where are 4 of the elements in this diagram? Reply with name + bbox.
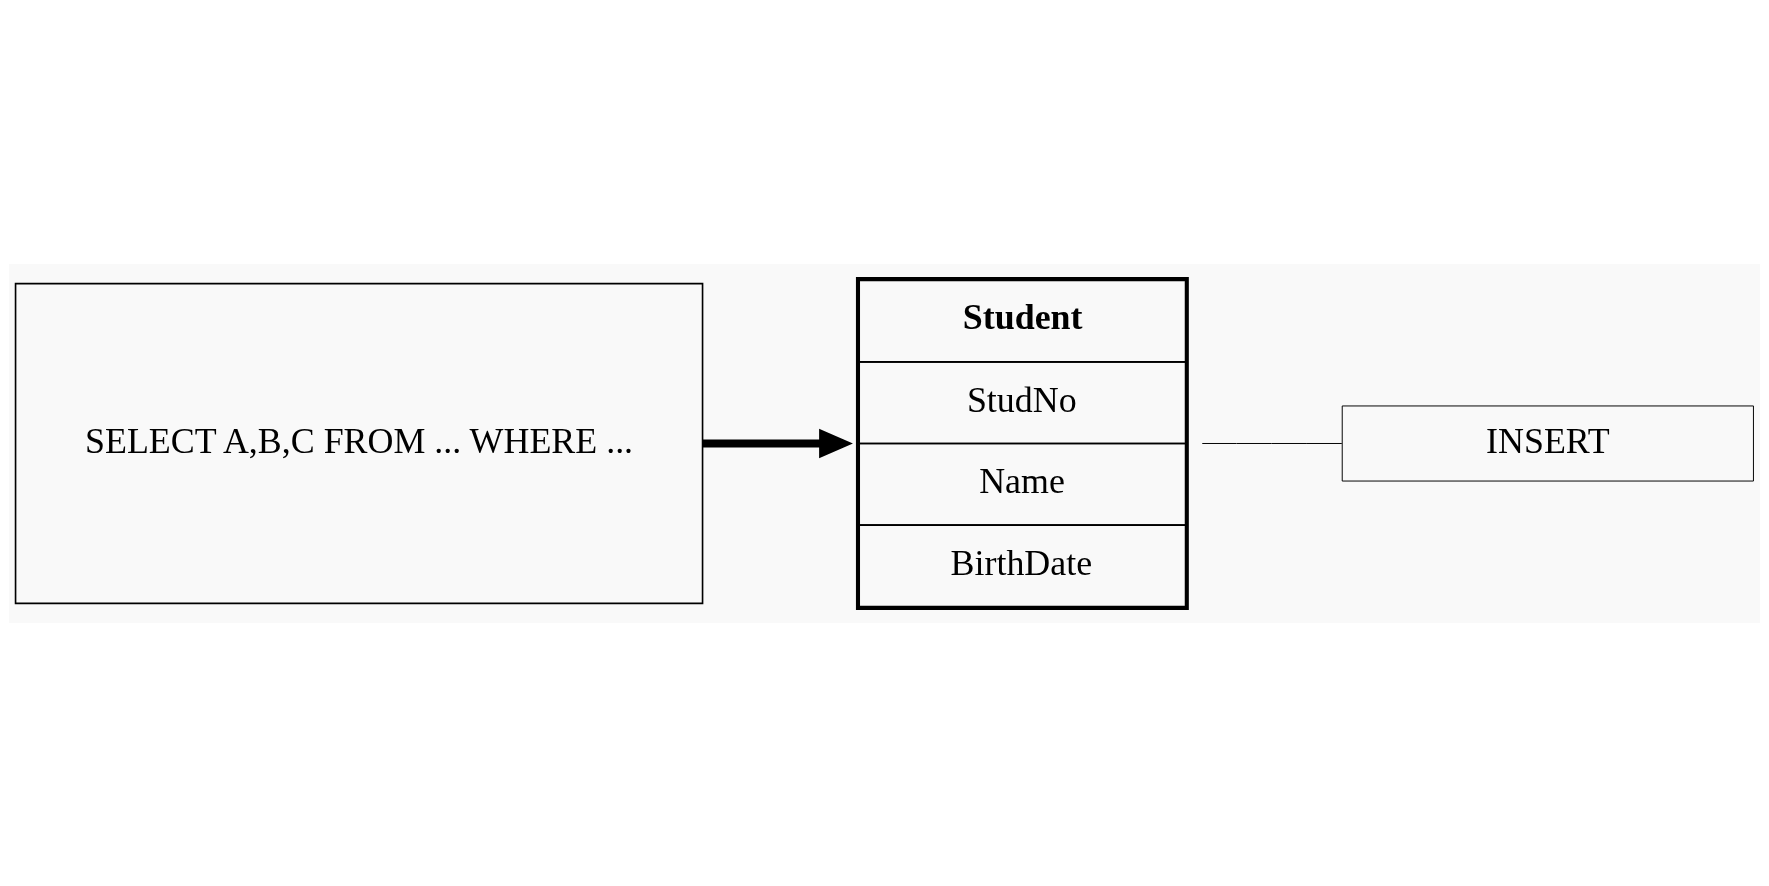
- connector: [1201, 442, 1343, 444]
- arrow: [702, 428, 853, 458]
- node-box: SELECT A,B,C FROM ... WHERE ...: [14, 282, 704, 604]
- node-box: INSERT: [1341, 405, 1754, 481]
